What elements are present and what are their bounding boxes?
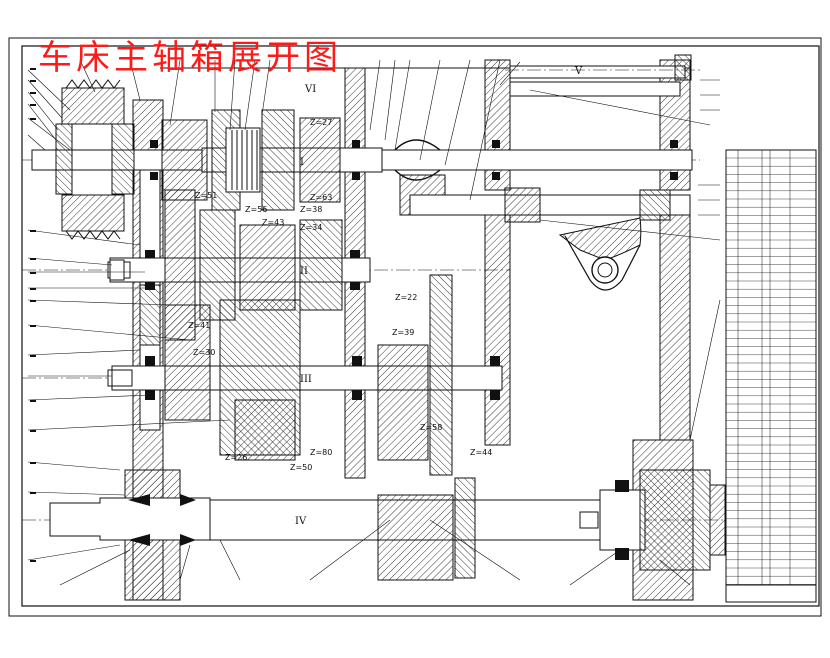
spindle-IV xyxy=(49,497,211,541)
gear-tag: Z=51 xyxy=(195,191,217,200)
gear-tag: Z=58 xyxy=(420,423,442,432)
gear-tag: Z=80 xyxy=(310,448,332,457)
control-shaft xyxy=(409,194,691,216)
gear-tag: Z=38 xyxy=(300,205,322,214)
inner-border xyxy=(21,45,820,607)
inner-wall-right xyxy=(484,194,511,446)
gear-tag: Z=26 xyxy=(225,453,247,462)
cam-segment xyxy=(558,217,642,261)
leader-lines-left xyxy=(27,69,691,586)
gear-tag: Z=22 xyxy=(395,293,417,302)
outer-border xyxy=(8,37,822,617)
shaft-label-VI: VI xyxy=(304,84,316,95)
leader-lines-top xyxy=(79,59,521,201)
leader-lines-right xyxy=(529,79,721,441)
spindle-nose xyxy=(639,469,711,571)
gear-tag: Z=56 xyxy=(245,205,267,214)
drawing-title: 车床主轴箱展开图 xyxy=(38,38,342,78)
shaft-label-I: I xyxy=(300,157,304,168)
gear-tag: Z=39 xyxy=(392,328,414,337)
v-belt-pulley xyxy=(61,87,125,125)
shaft-label-IV: IV xyxy=(295,516,307,527)
gear-tag: Z=41 xyxy=(188,321,210,330)
shaft-label-III: III xyxy=(300,374,312,385)
shaft-label-II: II xyxy=(300,266,308,277)
friction-clutch xyxy=(225,127,261,193)
gear-tag: Z=34 xyxy=(300,223,322,232)
shaft-V xyxy=(509,81,681,97)
shaft-label-V: V xyxy=(574,66,583,77)
gear-tag: Z=44 xyxy=(470,448,492,457)
gear-tag: Z=50 xyxy=(290,463,312,472)
parts-list-table xyxy=(725,149,817,603)
gear-tag: Z=27 xyxy=(310,118,332,127)
gear-tag: Z=30 xyxy=(193,348,215,357)
gear-tag: Z=43 xyxy=(262,218,284,227)
gear-tag: Z=63 xyxy=(310,193,332,202)
